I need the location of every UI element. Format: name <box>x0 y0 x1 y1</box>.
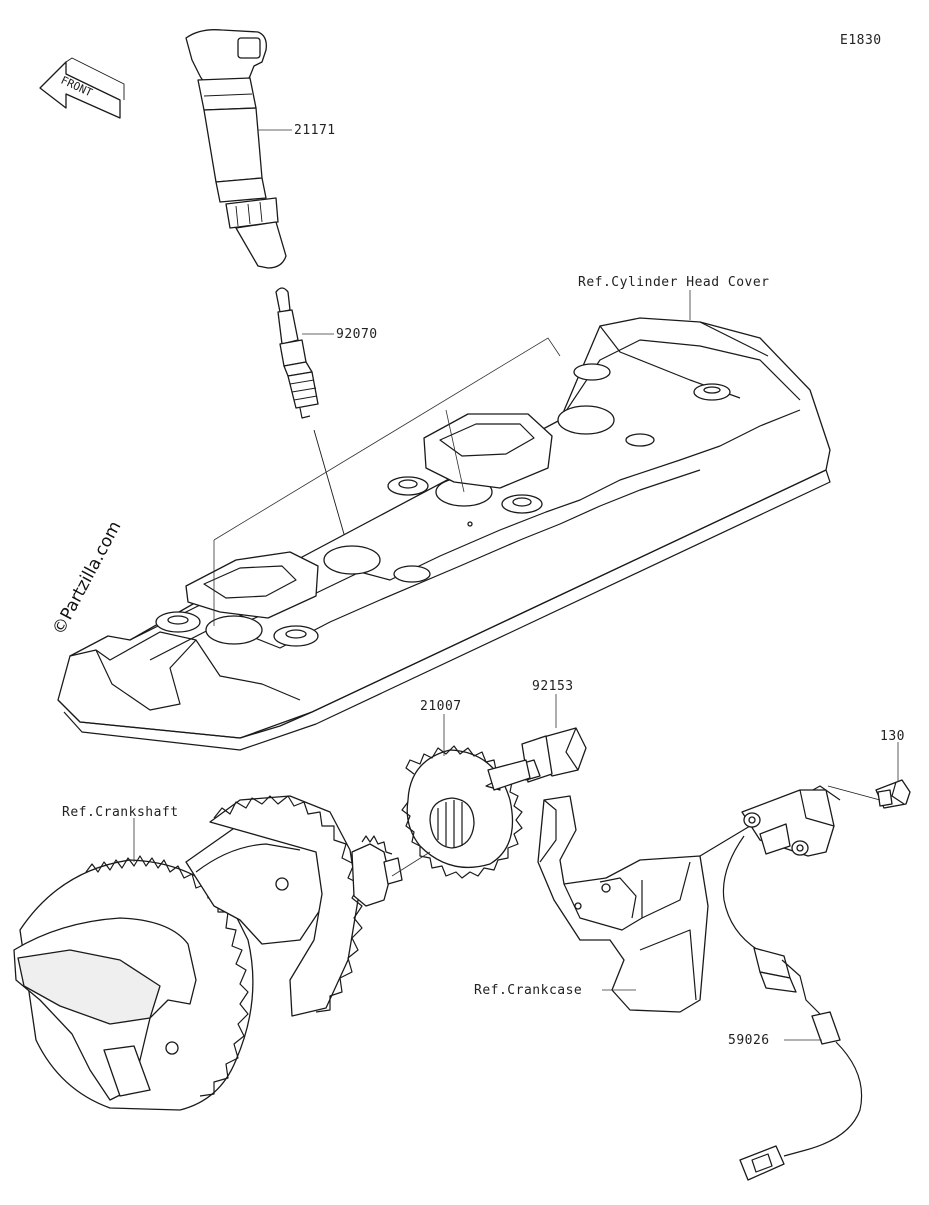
leader-line <box>213 337 561 541</box>
part-label-92153[interactable]: 92153 <box>532 679 574 694</box>
ref-label-crankcase[interactable]: Ref.Crankcase <box>474 983 582 998</box>
front-arrow-icon: FRONT <box>39 57 125 119</box>
leader-line <box>313 429 349 549</box>
part-label-130[interactable]: 130 <box>880 729 905 744</box>
cylinder-head-cover[interactable] <box>57 317 831 751</box>
part-label-21171[interactable]: 21171 <box>294 123 336 138</box>
ignition-coil[interactable] <box>185 29 287 269</box>
leader-line <box>827 785 881 801</box>
part-label-92070[interactable]: 92070 <box>336 327 378 342</box>
crank-position-sensor[interactable] <box>722 789 863 1181</box>
leader-line <box>391 851 431 877</box>
watermark: ©Partzilla.com <box>49 518 126 638</box>
ref-label-cylinder-head-cover[interactable]: Ref.Cylinder Head Cover <box>578 275 770 290</box>
ref-label-crankshaft[interactable]: Ref.Crankshaft <box>62 805 179 820</box>
sensor-bolt[interactable] <box>875 779 911 809</box>
diagram-code: E1830 <box>840 33 882 48</box>
crankshaft[interactable] <box>13 795 403 1111</box>
part-label-21007[interactable]: 21007 <box>420 699 462 714</box>
leader-line <box>445 409 465 493</box>
spark-plug[interactable] <box>275 287 319 419</box>
rotor-bolt[interactable] <box>487 727 587 791</box>
timing-rotor[interactable] <box>401 745 523 879</box>
part-label-59026[interactable]: 59026 <box>728 1033 770 1048</box>
